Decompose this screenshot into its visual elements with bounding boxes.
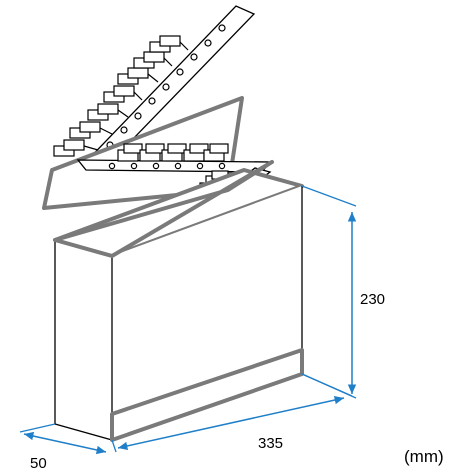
clip-item xyxy=(117,67,159,85)
clip-item xyxy=(139,143,165,162)
upper-strip-holes xyxy=(92,24,226,164)
clip-item xyxy=(69,121,113,139)
middle-clip-strip xyxy=(76,143,272,173)
depth-dimension: 50 xyxy=(19,423,107,472)
clip-item xyxy=(103,85,143,103)
clip-item xyxy=(133,51,173,69)
clip-item xyxy=(117,143,143,162)
middle-strip-clips xyxy=(117,143,229,162)
box-left-side xyxy=(55,240,112,440)
height-label: 230 xyxy=(360,291,385,308)
middle-strip-holes xyxy=(108,162,226,170)
height-dimension: 230 xyxy=(301,185,385,399)
depth-label: 50 xyxy=(30,455,47,472)
upper-clip-strip xyxy=(53,5,256,174)
box-body xyxy=(53,168,304,442)
front-flap xyxy=(53,160,274,258)
clip-item xyxy=(161,143,187,162)
unit-label: (mm) xyxy=(404,447,444,466)
upper-strip-clips xyxy=(53,35,189,157)
width-label: 335 xyxy=(258,435,283,452)
clip-item xyxy=(203,143,229,162)
width-arrow xyxy=(117,395,345,451)
clip-item xyxy=(149,35,189,53)
clip-item xyxy=(87,103,129,121)
clip-item xyxy=(53,139,99,157)
depth-arrow xyxy=(23,431,107,455)
width-dimension: 335 xyxy=(111,373,353,453)
